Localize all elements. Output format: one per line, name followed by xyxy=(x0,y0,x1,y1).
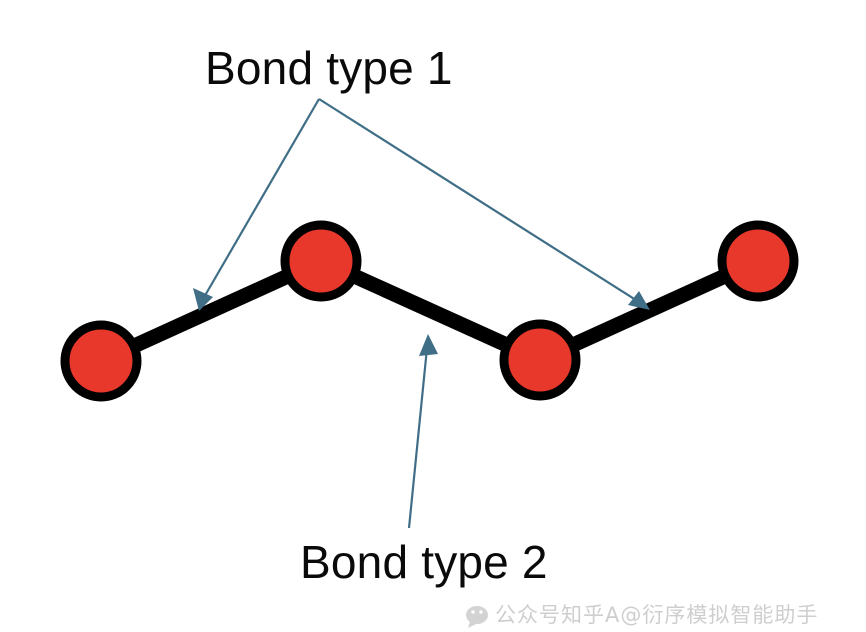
bead-node-1[interactable] xyxy=(60,320,142,402)
leader-arrowhead-bottom xyxy=(419,334,438,356)
bead-node-4[interactable] xyxy=(717,220,799,302)
label-bond-type-2: Bond type 2 xyxy=(300,536,548,588)
leader-line-right xyxy=(318,98,640,303)
bead-node-2[interactable] xyxy=(280,220,362,302)
watermark-text: 公众号知乎A@衍序模拟智能助手 xyxy=(495,603,818,627)
leader-arrowhead-left xyxy=(193,288,213,311)
annotation-bond-type-2 xyxy=(407,334,438,529)
watermark: 公众号知乎A@衍序模拟智能助手 xyxy=(466,603,818,628)
wechat-bubble-icon xyxy=(466,606,488,628)
label-bond-type-1: Bond type 1 xyxy=(205,42,453,94)
bead-node-3[interactable] xyxy=(499,319,581,401)
leader-line-bottom xyxy=(407,347,429,529)
leader-line-left xyxy=(202,98,320,300)
annotation-bond-type-1 xyxy=(193,98,650,311)
node-group xyxy=(60,220,799,402)
leader-arrowhead-right xyxy=(628,291,650,310)
